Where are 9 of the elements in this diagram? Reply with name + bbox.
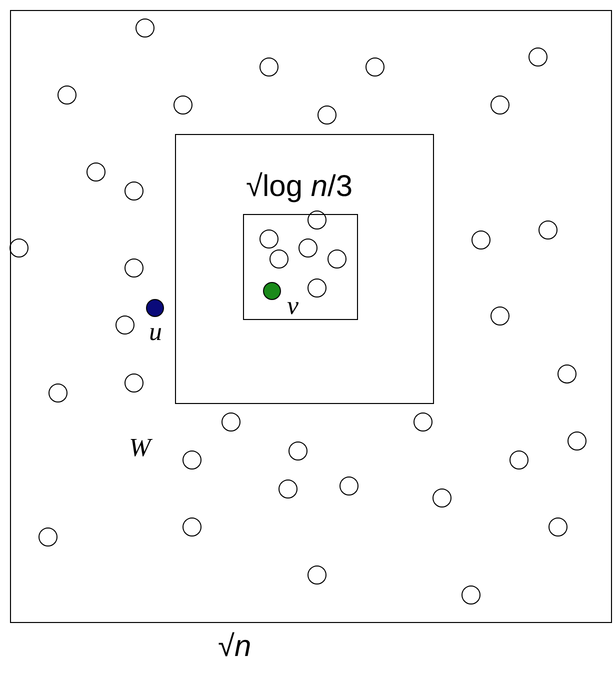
cell-square [243, 214, 358, 320]
neighborhood-square [175, 134, 434, 404]
point-label: u [149, 319, 162, 345]
region-label: W [129, 435, 151, 461]
point-label: v [287, 293, 299, 319]
point-marker [263, 282, 281, 300]
side-length-label: √log n/3 [246, 172, 353, 202]
point-marker [146, 299, 164, 317]
side-length-label: √n [218, 632, 252, 662]
